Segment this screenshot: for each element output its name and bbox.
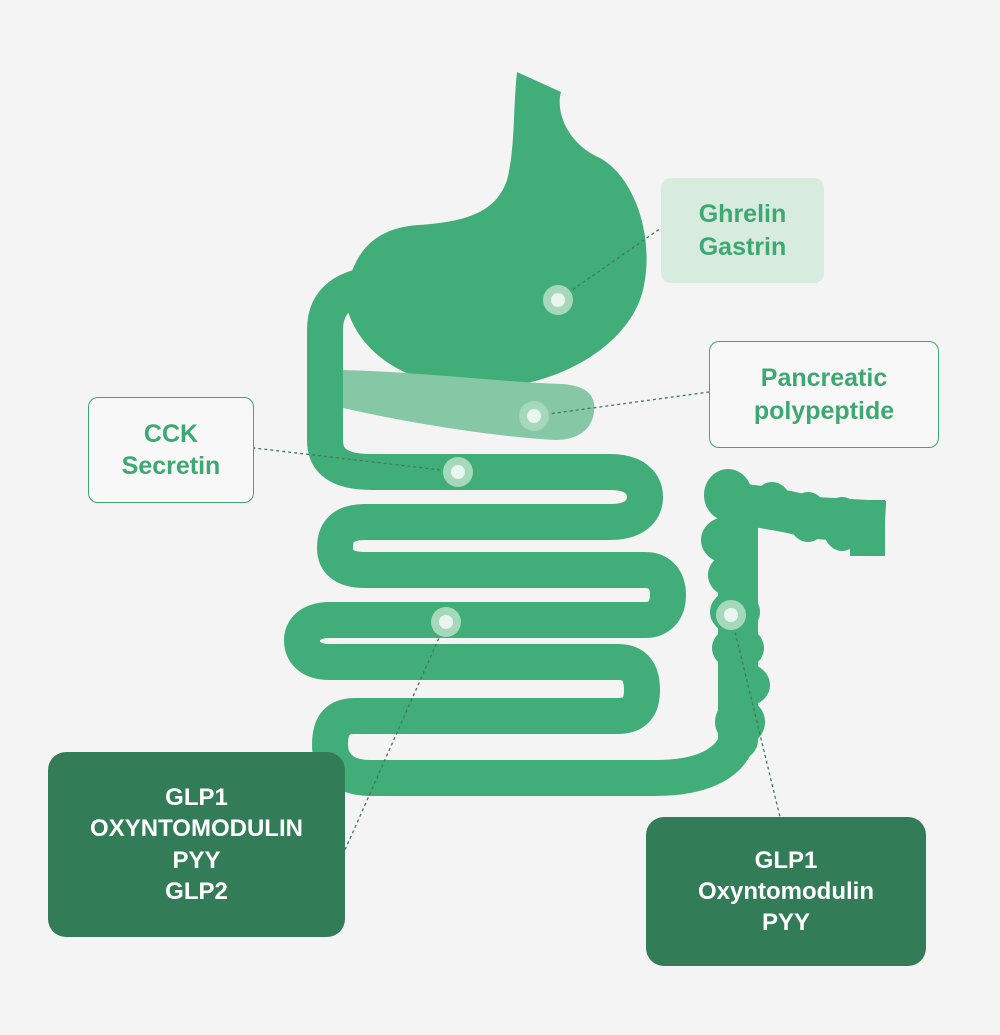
- colon-leader-line: [730, 614, 781, 818]
- duodenum-hormone-cck: CCK: [143, 419, 199, 448]
- duodenum-hormone-label: CCK Secretin: [88, 397, 254, 503]
- stomach-hormone-label: Ghrelin Gastrin: [661, 178, 824, 283]
- small-intestine-hormone-glp1: GLP1: [165, 784, 228, 812]
- small-intestine-hormone-oxyntomodulin: OXYNTOMODULIN: [90, 815, 303, 843]
- colon-hormone-oxyntomodulin: Oxyntomodulin: [698, 877, 874, 905]
- stomach-leader-line: [557, 227, 662, 301]
- small-intestine-hormone-label: GLP1 OXYNTOMODULIN PYY GLP2: [48, 752, 345, 937]
- stomach-marker-dot: [543, 285, 573, 315]
- pancreas-hormone-line-1: Pancreatic: [760, 364, 888, 392]
- stomach-hormone-ghrelin: Ghrelin: [698, 200, 787, 228]
- small-intestine-hormone-pyy: PYY: [172, 846, 221, 874]
- small-intestine-hormone-glp2: GLP2: [165, 877, 228, 905]
- duodenum-hormone-secretin: Secretin: [121, 452, 221, 480]
- pancreas-shape: [343, 370, 595, 440]
- small-intestine-marker-dot: [431, 607, 461, 637]
- pancreas-hormone-line-2: polypeptide: [753, 396, 895, 425]
- pancreas-hormone-label: Pancreatic polypeptide: [709, 341, 939, 448]
- stomach-hormone-gastrin: Gastrin: [698, 232, 787, 261]
- stomach-shape: [345, 72, 647, 389]
- duodenum-marker-dot: [443, 457, 473, 487]
- colon-hormone-glp1: GLP1: [754, 846, 818, 874]
- colon-marker-dot: [716, 600, 746, 630]
- colon-hormone-label: GLP1 Oxyntomodulin PYY: [646, 817, 926, 966]
- intestine-tube: [284, 265, 756, 796]
- duodenum-leader-line: [253, 447, 459, 473]
- colon-shape: [701, 469, 887, 760]
- colon-hormone-pyy: PYY: [761, 909, 811, 937]
- pancreas-marker-dot: [519, 401, 549, 431]
